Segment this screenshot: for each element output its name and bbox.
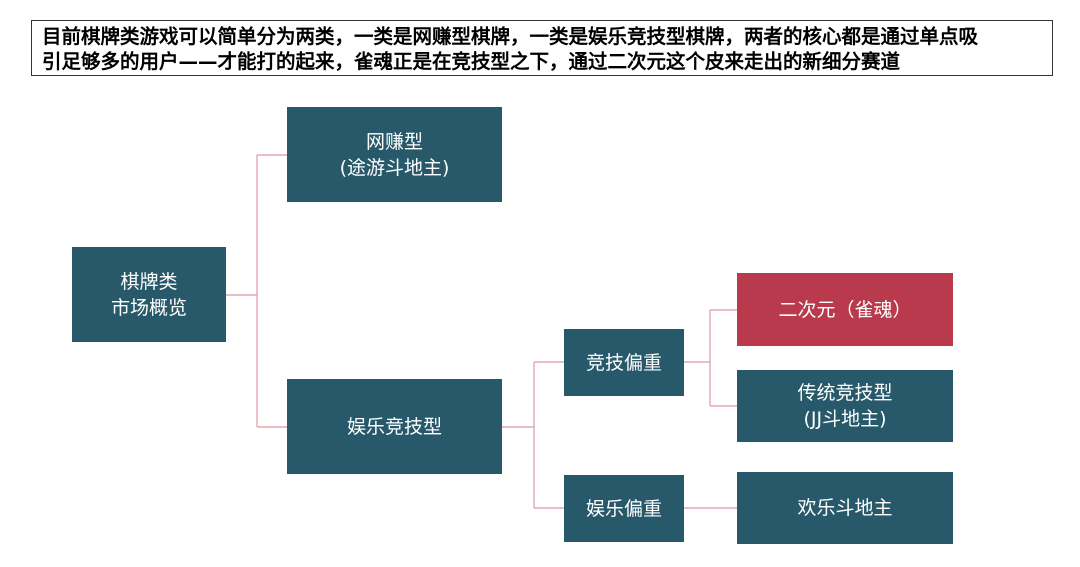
node-entertainment-competitive: 娱乐竞技型 [287, 379, 502, 474]
node-anime-highlight: 二次元（雀魂） [737, 273, 953, 346]
node-net-earning: 网赚型 (途游斗地主) [287, 107, 502, 202]
node-entertainment-leaning: 娱乐偏重 [564, 475, 684, 542]
node-competitive-leaning: 竞技偏重 [564, 329, 684, 396]
node-root: 棋牌类 市场概览 [72, 247, 226, 342]
node-happy-landlord: 欢乐斗地主 [737, 472, 953, 544]
node-traditional-competitive: 传统竞技型 (JJ斗地主) [737, 370, 953, 442]
headline-box: 目前棋牌类游戏可以简单分为两类，一类是网赚型棋牌，一类是娱乐竞技型棋牌，两者的核… [31, 20, 1053, 76]
